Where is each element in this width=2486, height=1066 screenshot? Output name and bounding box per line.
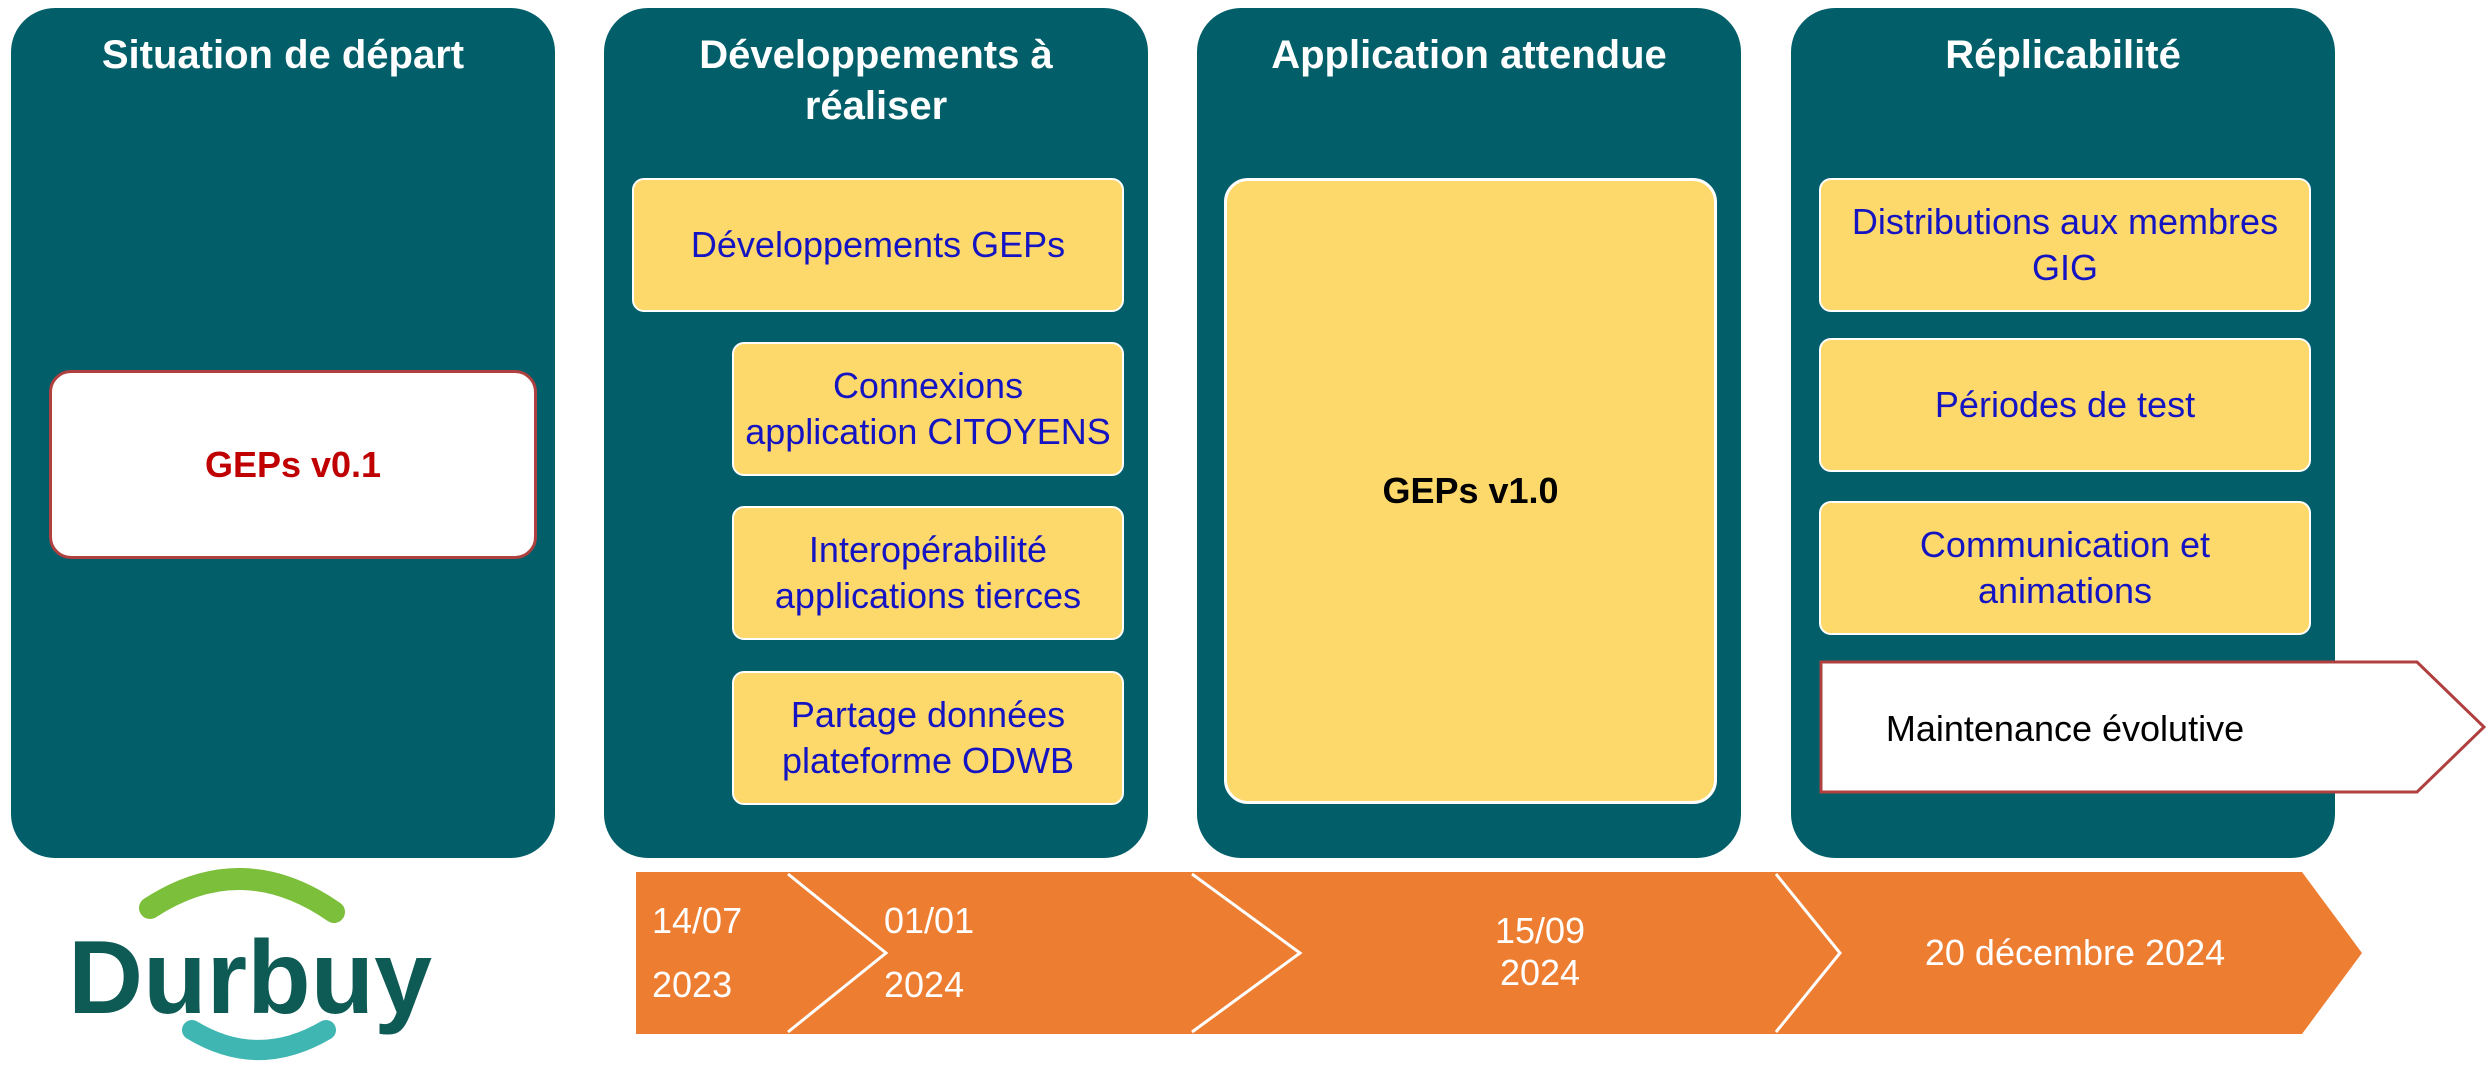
start-box: GEPs v0.1 (49, 370, 537, 559)
replic-box: Périodes de test (1819, 338, 2311, 472)
dev-box: Partage données plateforme ODWB (732, 671, 1124, 805)
logo-arc-bottom (182, 1020, 336, 1060)
maintenance-arrow (1819, 660, 2486, 794)
column-title: Application attendue (1271, 33, 1667, 77)
logo-arc-top (139, 868, 345, 923)
dev-box: Interopérabilité applications tierces (732, 506, 1124, 640)
timeline-date-3-day: 15/09 (1494, 910, 1586, 951)
timeline-chevron (787, 872, 889, 1034)
timeline-bar (636, 872, 2362, 1034)
column-title: Situation de départ (101, 33, 465, 77)
column-developments: Développements à réaliser Développements… (604, 8, 1148, 858)
dev-box: Développements GEPs (632, 178, 1124, 312)
logo-text: Durbuy (68, 920, 432, 1036)
replic-box: Distributions aux membres GIG (1819, 178, 2311, 312)
dev-box: Connexions application CITOYENS (732, 342, 1124, 476)
timeline-chevron (1774, 873, 1842, 1033)
column-title: Développements à réaliser (699, 33, 1053, 128)
timeline-date-1-year: 2023 (652, 964, 733, 1005)
timeline-date-3-year: 2024 (1499, 952, 1581, 993)
timeline-date-2-day: 01/01 (884, 900, 975, 941)
column-title: Réplicabilité (1945, 33, 2181, 77)
expected-box: GEPs v1.0 (1224, 178, 1717, 804)
timeline-date-2-year: 2024 (884, 964, 965, 1005)
column-situation: Situation de départ GEPs v0.1 (11, 8, 555, 858)
timeline-date-1-day: 14/07 (652, 900, 743, 941)
timeline-chevron (1191, 872, 1303, 1034)
maintenance-label: Maintenance évolutive (1885, 708, 2245, 749)
timeline-date-4: 20 décembre 2024 (1924, 932, 2226, 973)
replic-box: Communication et animations (1819, 501, 2311, 635)
